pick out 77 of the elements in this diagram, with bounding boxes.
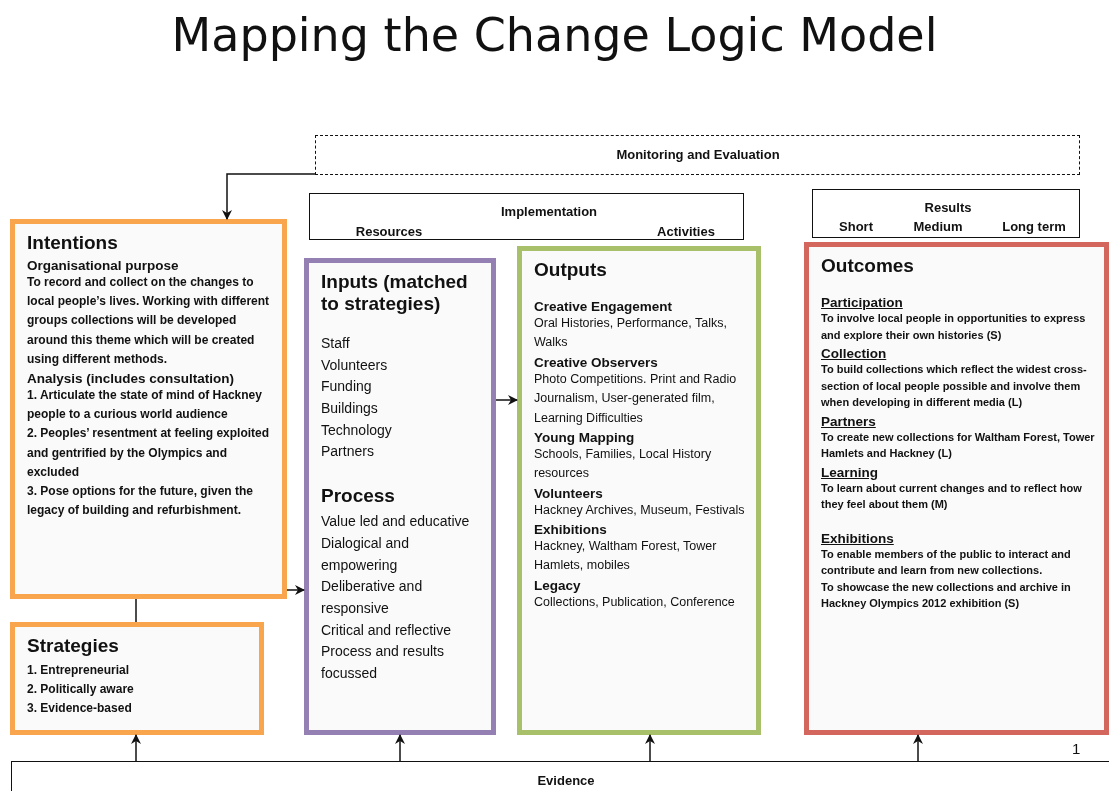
arrow [495,395,518,405]
column-label: Medium [913,218,963,234]
list-item: Staff [321,334,351,353]
arrow [222,173,316,220]
box-heading: Process [321,485,396,508]
page-number: 1 [1072,740,1081,757]
header-box [812,189,1080,238]
body-text: Oral Histories, Performance, Talks, Walks [534,315,728,352]
list-item: Deliberative and responsive [321,577,424,618]
column-label: Long term [1002,218,1066,234]
header-box [309,193,744,240]
connector-line [135,598,137,623]
arrow [286,585,305,595]
section-heading: Participation [821,295,904,310]
list-item: Volunteers [321,355,389,375]
body-text: 3. Pose options for the future, given the legacy of building and refurbishment. [27,482,255,520]
intentions-box [10,219,287,599]
column-label: Resources [355,223,423,239]
body-text: Collections, Publication, Conference [534,593,736,611]
body-text: To learn about current changes and to reflect how they feel about them (M) [821,480,1083,512]
body-text: 2. Peoples’ resentment at feeling exploited and gentrified by the Olympics and excluded [27,425,271,481]
list-item: Process and results focussed [321,642,445,683]
box-heading: Evidence [537,772,595,788]
arrow [913,734,923,762]
body-text: To enable members of the public to interact and contribute and learn from new collections. [821,546,1072,578]
title: Mapping the Change Logic Model [170,8,939,62]
section-heading: Volunteers [534,485,604,501]
box-heading: Outputs [534,259,608,281]
inputs-box [304,258,496,735]
section-heading: Exhibitions [534,522,608,537]
box-heading: Inputs (matched to strategies) [321,271,469,315]
body-text: 2. Politically aware [27,681,135,699]
section-heading: Learning [821,464,879,480]
list-item: Technology [321,420,393,440]
body-text: 1. Articulate the state of mind of Hackney people to a curious world audience [27,386,263,424]
box-heading: Strategies [27,635,120,657]
body-text: To showcase the new collections and archive in Hackney Olympics 2012 exhibition (S) [821,579,1072,611]
body-text: 3. Evidence-based [27,700,133,718]
body-text: To involve local people in opportunities to express and explore their own histories (S) [821,311,1087,343]
arrow [131,734,141,762]
evidence-box [11,761,1109,791]
column-label: Short [839,218,873,234]
box-heading: Implementation [500,203,598,219]
list-item: Partners [321,442,375,462]
section-heading: Creative Observers [534,354,659,370]
box-heading: Outcomes [821,255,915,277]
section-heading: Exhibitions [821,530,895,546]
section-heading: Organisational purpose [27,258,180,273]
box-heading: Monitoring and Evaluation [616,146,780,162]
column-label: Activities [657,223,715,239]
list-item: Buildings [321,399,379,419]
list-item: Funding [321,377,373,397]
outcomes-box [804,242,1109,735]
body-text: 1. Entrepreneurial [27,662,131,679]
section-heading: Analysis (includes consultation) [27,370,236,386]
outputs-box [517,246,761,735]
body-text: To build collections which reflect the widest cross-section of local people possible and involve them when developing in different media (L) [821,362,1088,410]
list-item: Value led and educative [321,512,471,532]
body-text: To create new collections for Waltham Forest, Tower Hamlets and Hackney (L) [821,429,1096,461]
section-heading: Legacy [534,577,582,593]
body-text: Hackney Archives, Museum, Festivals [534,501,746,519]
arrow [395,734,405,762]
section-heading: Creative Engagement [534,299,674,314]
body-text: Schools, Families, Local History resources [534,445,713,483]
body-text: Photo Competitions. Print and Radio Journalism, User-generated film, Learning Difficulties [534,370,738,427]
monitoring-box [315,135,1080,175]
section-heading: Young Mapping [534,429,636,445]
section-heading: Partners [821,413,877,429]
body-text: To record and collect on the changes to local people’s lives. Working with different groups collections will be developed around this theme which will be created using different methods. [27,274,271,368]
box-heading: Intentions [27,232,119,254]
strategies-box [10,622,264,735]
list-item: Dialogical and empowering [321,533,410,575]
list-item: Critical and reflective [321,620,452,640]
section-heading: Collection [821,346,888,361]
arrow [645,734,655,762]
body-text: Hackney, Waltham Forest, Tower Hamlets, mobiles [534,538,718,575]
box-heading: Results [924,199,972,215]
